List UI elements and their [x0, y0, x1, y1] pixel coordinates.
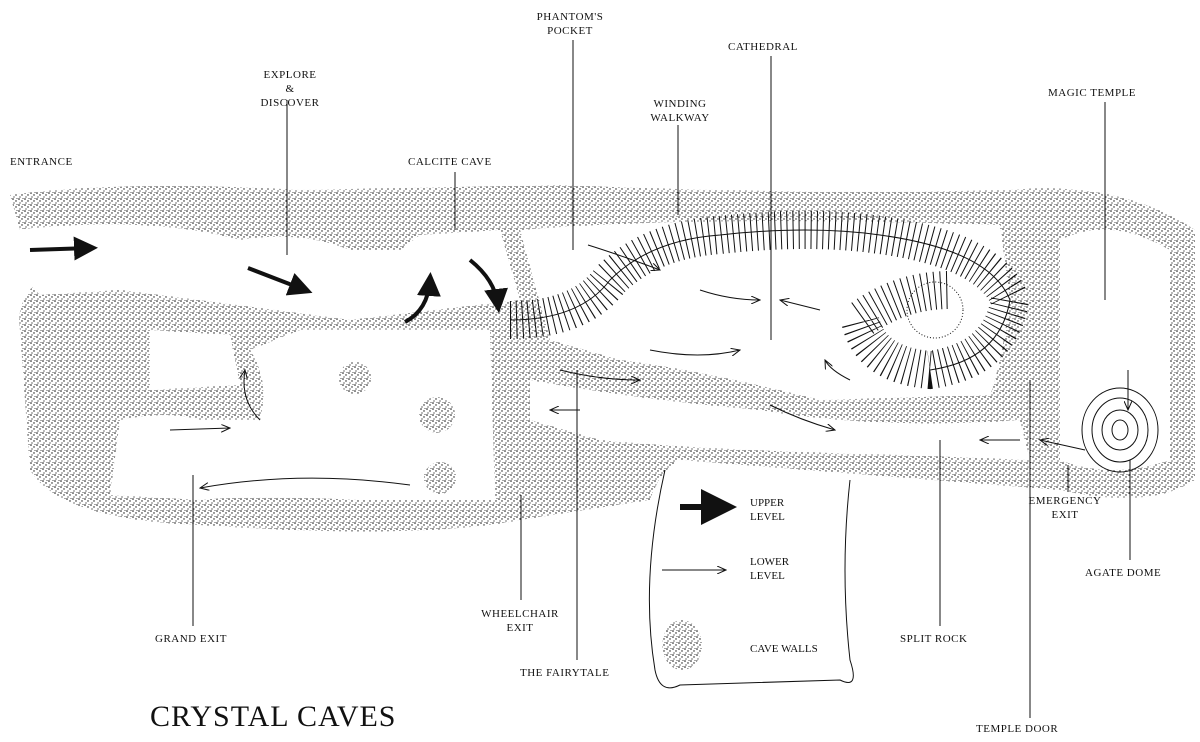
label-line: PHANTOM'S: [536, 11, 604, 23]
label-line: WINDING: [653, 98, 707, 110]
label-magic-temple: MAGIC TEMPLE: [1048, 87, 1136, 99]
legend-line: LEVEL: [750, 511, 785, 523]
legend-line: LOWER: [750, 556, 790, 568]
upper-level-arrows: [29, 236, 509, 324]
label-line: WALKWAY: [650, 112, 710, 124]
label-line: &: [285, 83, 295, 95]
label-line: EMERGENCY: [1028, 495, 1102, 507]
label-line: POCKET: [547, 25, 593, 37]
legend-cave-wall-swatch: [662, 620, 702, 670]
agate-dome: [1081, 387, 1159, 473]
label-agate-dome: AGATE DOME: [1085, 567, 1162, 579]
label-wheelchair-exit: WHEELCHAIR EXIT: [475, 607, 565, 635]
label-line: EXPLORE: [263, 69, 317, 81]
passages: [15, 221, 1170, 500]
legend-line: LEVEL: [750, 570, 785, 582]
label-grand-exit: GRAND EXIT: [155, 633, 227, 645]
label-line: WHEELCHAIR: [481, 608, 559, 620]
label-entrance: ENTRANCE: [10, 156, 73, 168]
legend-upper-level: UPPER LEVEL: [750, 496, 785, 524]
sunburst: [906, 281, 964, 339]
label-winding-walkway: WINDING WALKWAY: [640, 97, 720, 125]
label-emergency-exit: EMERGENCY EXIT: [1025, 494, 1105, 522]
label-explore-discover: EXPLORE & DISCOVER: [250, 68, 330, 110]
label-temple-door: TEMPLE DOOR: [976, 723, 1059, 735]
leader-lines: [192, 40, 1131, 718]
legend-cave-walls: CAVE WALLS: [750, 643, 818, 655]
lower-level-arrows: [169, 244, 1128, 488]
legend-scroll: [648, 469, 854, 689]
label-split-rock: SPLIT ROCK: [900, 633, 968, 645]
label-phantoms-pocket: PHANTOM'S POCKET: [530, 10, 610, 38]
label-line: DISCOVER: [260, 97, 320, 109]
label-the-fairytale: THE FAIRYTALE: [520, 667, 610, 679]
map-title: CRYSTAL CAVES: [150, 700, 397, 733]
label-cathedral: CATHEDRAL: [728, 41, 798, 53]
label-line: EXIT: [1051, 509, 1079, 521]
label-line: EXIT: [506, 622, 534, 634]
rock-pillars: [339, 362, 456, 494]
label-calcite-cave: CALCITE CAVE: [408, 156, 492, 168]
legend-lower-level: LOWER LEVEL: [750, 555, 789, 583]
legend-line: UPPER: [750, 497, 785, 509]
